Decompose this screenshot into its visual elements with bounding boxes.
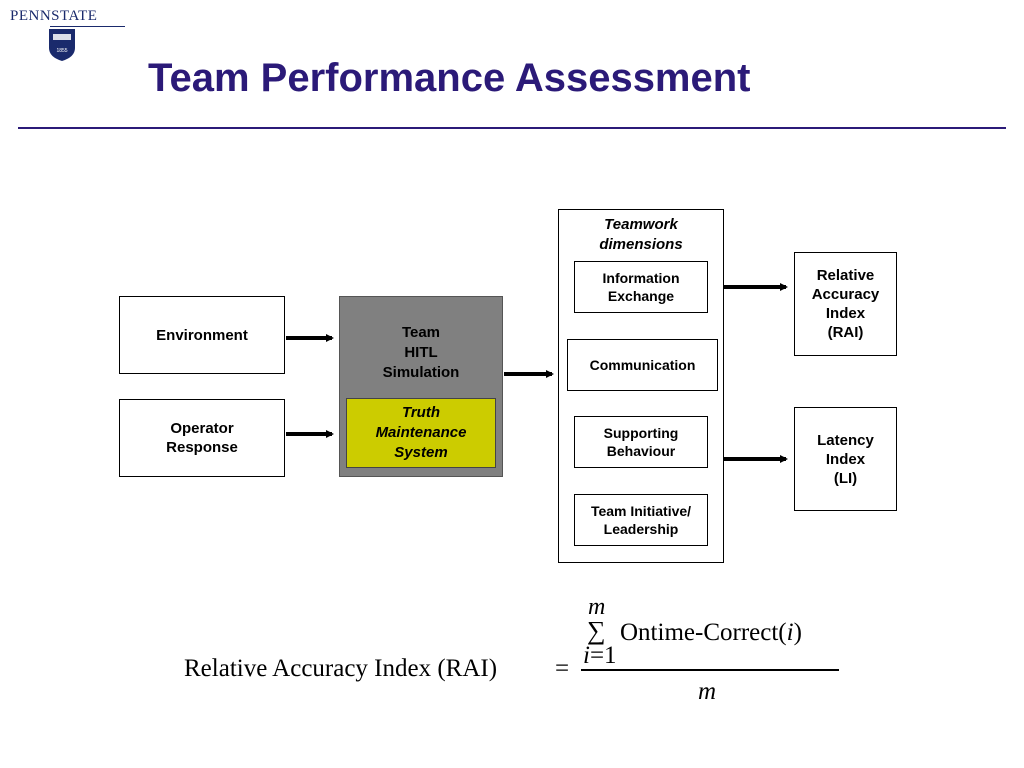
formula-upper-limit: m xyxy=(588,594,606,620)
formula-summand-close: ) xyxy=(793,619,802,646)
formula-lower-limit: i=1 xyxy=(583,642,617,670)
environment-box: Environment xyxy=(119,296,285,374)
truth-maintenance-system-box: Truth Maintenance System xyxy=(346,398,496,468)
teamwork-dimensions-title: Teamwork dimensions xyxy=(599,216,683,253)
latency-index-box: Latency Index (LI) xyxy=(794,407,897,511)
formula-lower-eq: =1 xyxy=(589,642,617,669)
simulation-label: Team HITL Simulation xyxy=(382,324,460,381)
dimension-team-initiative-leadership: Team Initiative/ Leadership xyxy=(574,494,708,546)
operator-response-box: Operator Response xyxy=(119,399,285,477)
formula-summand: Ontime-Correct(i) xyxy=(620,619,802,647)
formula-lower-index: i xyxy=(583,642,590,669)
formula-lhs: Relative Accuracy Index (RAI) xyxy=(184,655,498,682)
page-title: Team Performance Assessment xyxy=(148,56,751,100)
dimension-supporting-behaviour: Supporting Behaviour xyxy=(574,416,708,468)
logo-underline xyxy=(50,26,125,27)
relative-accuracy-index-box: Relative Accuracy Index (RAI) xyxy=(794,252,897,356)
pennstate-shield-icon: 1855 xyxy=(49,29,75,61)
formula-equals: = xyxy=(555,655,570,682)
logo-year: 1855 xyxy=(56,48,67,54)
dimension-information-exchange: Information Exchange xyxy=(574,261,708,313)
dimension-communication: Communication xyxy=(567,339,718,391)
formula-fraction-bar xyxy=(581,669,839,671)
formula-summand-var: i xyxy=(786,619,794,646)
title-divider xyxy=(18,127,1006,129)
formula-sigma: ∑ xyxy=(587,616,606,645)
pennstate-logo-text: PENNSTATE xyxy=(10,8,98,24)
formula-summand-text: Ontime-Correct( xyxy=(620,619,787,646)
formula-denominator: m xyxy=(698,678,717,705)
